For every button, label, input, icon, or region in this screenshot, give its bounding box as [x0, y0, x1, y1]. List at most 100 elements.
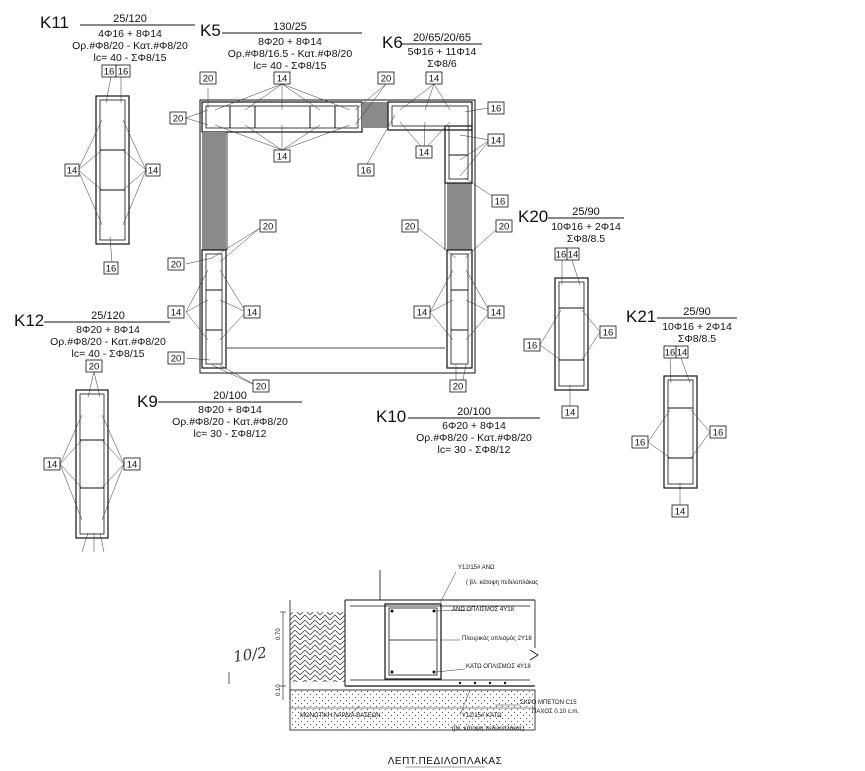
k20-tag-14b: 14	[565, 408, 576, 419]
k11-line-3: lc= 40 - ΣΦ8/15	[94, 52, 167, 64]
k11-tag-14b: 14	[148, 166, 159, 177]
central-frame: 20 14 20 20 14 16 14 16 14 14 16 20 20 1…	[167, 71, 513, 393]
k21-tag-16: 16	[665, 348, 676, 359]
k5-id: K5	[200, 21, 221, 40]
k9-line-3: lc= 30 - ΣΦ8/12	[194, 428, 267, 440]
detail-side-rebar: Πλευρικός οπλισμός 2Υ18	[462, 635, 532, 642]
k11-tag-16: 16	[104, 67, 115, 78]
k11-tag-16c: 16	[106, 264, 117, 275]
column-k6: K6 20/65/20/65 5Φ16 + 11Φ14 ΣΦ8/6	[382, 32, 482, 70]
dim-upper: 0.70	[276, 628, 282, 640]
k9-tag-14: 14	[171, 308, 182, 319]
k5-size: 130/25	[273, 21, 307, 33]
k12-line-1: 8Φ20 + 8Φ14	[76, 324, 140, 336]
k20-tag-16: 16	[556, 250, 567, 261]
column-k11: K11 25/120 4Φ16 + 8Φ14 Ορ.#Φ8/20 - Κατ.#…	[40, 13, 195, 275]
k11-tag-16b: 16	[118, 67, 129, 78]
k5-line-3: lc= 40 - ΣΦ8/15	[254, 60, 327, 72]
k11-line-1: 4Φ16 + 8Φ14	[98, 28, 162, 40]
k10-tag-14: 14	[417, 308, 428, 319]
k9-size: 20/100	[213, 390, 247, 402]
detail-lean-concrete: ΣΚΡΟ ΜΠΕΤΟΝ C15	[520, 700, 577, 706]
column-k10-label: K10 20/100 6Φ20 + 8Φ14 Ορ.#Φ8/20 - Κατ.#…	[376, 406, 540, 456]
k9-tag-20: 20	[263, 222, 274, 233]
column-k9-label: K9 20/100 8Φ20 + 8Φ14 Ορ.#Φ8/20 - Κατ.#Φ…	[137, 390, 302, 440]
k5-line-1: 8Φ20 + 8Φ14	[258, 36, 322, 48]
k6-tag-14: 14	[429, 74, 440, 85]
k20-line-2: ΣΦ8/8.5	[567, 233, 605, 245]
k6-tag-16b: 16	[491, 104, 502, 115]
detail-thickness: ΠΑΧΟΣ 0.10 c.m.	[532, 709, 579, 715]
k9-tag-14b: 14	[247, 308, 258, 319]
k21-tag-14b: 14	[675, 507, 686, 518]
k5-line-2: Ορ.#Φ8/16.5 - Κατ.#Φ8/20	[228, 48, 353, 60]
k9-tag-20d: 20	[256, 382, 267, 393]
detail-bottom-ref: (βλ. κάτοψη πεδιλοπλάκας)	[452, 725, 525, 732]
k9-line-1: 8Φ20 + 8Φ14	[198, 404, 262, 416]
k6-tag-14b: 14	[419, 148, 430, 159]
raft-section-detail: 0.70 0.10 Υ12/15# ΑΝΩ ( βλ. κάτοψη πεδιλ…	[228, 565, 579, 768]
k10-size: 20/100	[457, 406, 491, 418]
k6-line-1: 5Φ16 + 11Φ14	[408, 46, 477, 58]
k12-line-2: Ορ.#Φ8/20 - Κατ.#Φ8/20	[50, 336, 166, 348]
k11-tag-14: 14	[67, 166, 78, 177]
k5-tag-14b: 14	[277, 152, 288, 163]
k21-tag-16c: 16	[713, 428, 724, 439]
k20-tag-14: 14	[568, 250, 579, 261]
k20-size: 25/90	[572, 206, 600, 218]
detail-insulation: ΜΟΝΩΤΙΚΗ ΛΑΡΔΙΑ ΒΑΣΕΩΝ	[300, 713, 381, 719]
k10-tag-20b: 20	[499, 222, 510, 233]
k9-id: K9	[137, 392, 158, 411]
k11-size: 25/120	[113, 13, 147, 25]
k11-id: K11	[40, 13, 69, 32]
k12-line-3: lc= 40 - ΣΦ8/15	[72, 348, 145, 360]
k12-tag-14: 14	[47, 460, 58, 471]
k9-tag-20b: 20	[171, 260, 182, 271]
detail-top-ref: ( βλ. κάτοψη πεδιλοπλάκας	[466, 579, 538, 586]
k21-line-2: ΣΦ8/8.5	[678, 333, 716, 345]
k5-tag-20b: 20	[381, 74, 392, 85]
k5-tag-20: 20	[203, 74, 214, 85]
detail-caption: ΛΕΠΤ.ΠΕΔΙΛΟΠΛΑΚΑΣ	[388, 756, 503, 767]
k12-tag-20: 20	[89, 362, 100, 373]
k12-tag-14b: 14	[127, 460, 138, 471]
detail-top-rebar: ΑΝΩ ΟΠΛΙΣΜΟΣ 4Υ18	[452, 607, 515, 613]
k21-size: 25/90	[683, 306, 711, 318]
k20-tag-16c: 16	[603, 328, 614, 339]
k6-size: 20/65/20/65	[413, 32, 471, 44]
k6-tag-16c: 16	[495, 197, 506, 208]
k21-id: K21	[626, 307, 656, 326]
k20-line-1: 10Φ16 + 2Φ14	[551, 221, 621, 233]
dim-lower: 0.10	[276, 684, 282, 696]
k5-tag-20c: 20	[173, 114, 184, 125]
k11-line-2: Ορ.#Φ8/20 - Κατ.#Φ8/20	[72, 40, 188, 52]
column-k21: K21 25/90 10Φ16 + 2Φ14 ΣΦ8/8.5 16 14 16 …	[626, 306, 737, 518]
k10-line-3: lc= 30 - ΣΦ8/12	[438, 444, 511, 456]
column-k5: K5 130/25 8Φ20 + 8Φ14 Ορ.#Φ8/16.5 - Κατ.…	[200, 21, 362, 72]
k21-tag-14: 14	[677, 348, 688, 359]
k6-id: K6	[382, 33, 403, 52]
k6-tag-16: 16	[361, 166, 372, 177]
column-k12: K12 25/120 8Φ20 + 8Φ14 Ορ.#Φ8/20 - Κατ.#…	[14, 310, 170, 553]
k20-id: K20	[518, 207, 548, 226]
k10-tag-20: 20	[405, 222, 416, 233]
k20-tag-16b: 16	[527, 341, 538, 352]
k10-line-2: Ορ.#Φ8/20 - Κατ.#Φ8/20	[416, 432, 532, 444]
k10-id: K10	[376, 407, 406, 426]
k21-line-1: 10Φ16 + 2Φ14	[662, 321, 732, 333]
column-k20: K20 25/90 10Φ16 + 2Φ14 ΣΦ8/8.5 16 14 16 …	[518, 206, 624, 419]
k5-tag-14: 14	[277, 74, 288, 85]
k9-tag-20c: 20	[171, 354, 182, 365]
k6-tag-14c: 14	[491, 136, 502, 147]
detail-top-note: Υ12/15# ΑΝΩ	[458, 565, 495, 571]
k12-size: 25/120	[91, 310, 125, 322]
detail-bottom-rebar: ΚΑΤΩ ΟΠΛΙΣΜΟΣ 4Υ18	[466, 664, 531, 670]
k21-tag-16b: 16	[635, 438, 646, 449]
detail-bottom-note: Υ12/15# ΚΑΤΩ	[462, 713, 502, 719]
k9-line-2: Ορ.#Φ8/20 - Κατ.#Φ8/20	[172, 416, 288, 428]
k10-tag-14b: 14	[491, 308, 502, 319]
k6-line-2: ΣΦ8/6	[427, 58, 457, 70]
k12-id: K12	[14, 311, 44, 330]
handwritten-note: 10/2	[232, 643, 268, 666]
